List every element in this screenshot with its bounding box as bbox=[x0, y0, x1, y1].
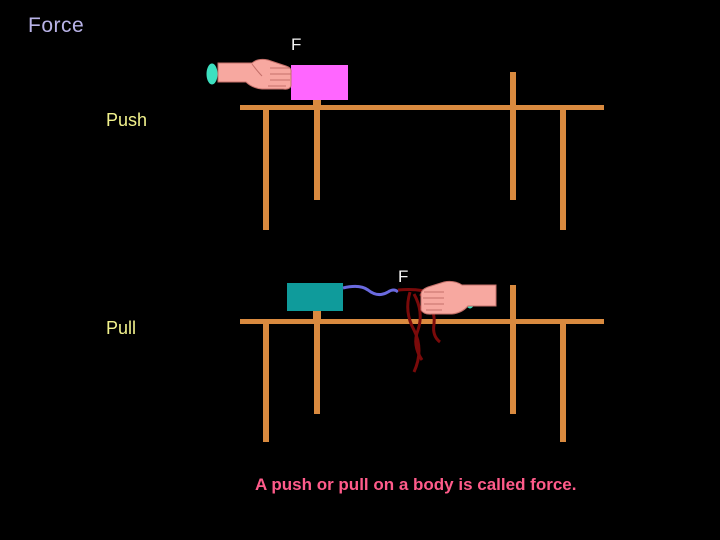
push-label: Push bbox=[106, 110, 148, 130]
caption: A push or pull on a body is called force… bbox=[255, 475, 577, 494]
pushing-hand-icon bbox=[205, 58, 292, 90]
pull-table bbox=[240, 285, 604, 442]
slide-title: Force bbox=[28, 14, 85, 37]
force-label-top: F bbox=[291, 35, 302, 54]
push-table bbox=[240, 72, 604, 230]
pull-string bbox=[342, 284, 400, 297]
pull-label: Pull bbox=[106, 318, 137, 338]
pull-block bbox=[287, 283, 343, 311]
pulling-hand-icon bbox=[420, 280, 497, 315]
push-block bbox=[291, 65, 348, 100]
force-label-bottom: F bbox=[398, 267, 409, 286]
